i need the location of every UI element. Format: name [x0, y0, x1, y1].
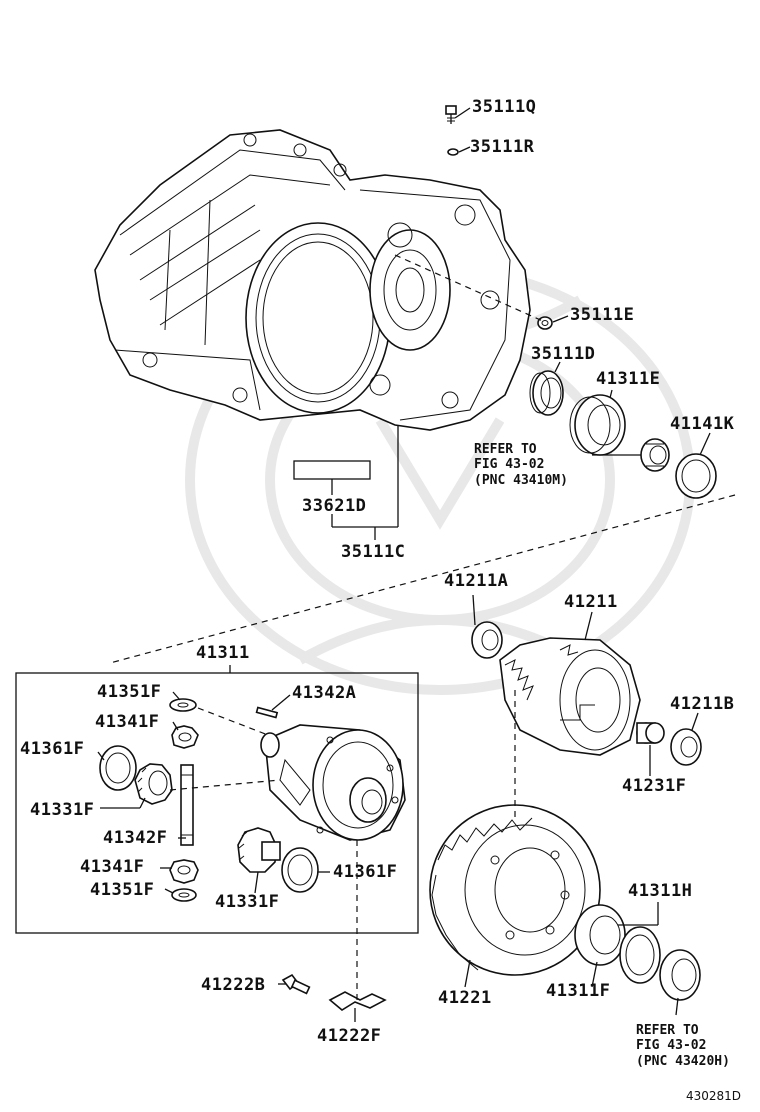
- gear-41211-drawing: [499, 637, 641, 756]
- label-41361F-bottom[interactable]: 41361F: [333, 862, 397, 882]
- diagram-code: 430281D: [686, 1089, 741, 1103]
- label-41222F[interactable]: 41222F: [317, 1026, 381, 1046]
- bearing-race-43410M-drawing: [640, 438, 670, 472]
- label-41311H[interactable]: 41311H: [628, 881, 692, 901]
- refer-top-line1: REFER TO: [474, 442, 537, 457]
- label-41311[interactable]: 41311: [196, 643, 250, 663]
- label-41342A[interactable]: 41342A: [292, 683, 356, 703]
- label-41331F-left[interactable]: 41331F: [30, 800, 94, 820]
- refer-bottom-line2: FIG 43-02: [636, 1038, 706, 1053]
- label-35111R[interactable]: 35111R: [470, 137, 535, 157]
- label-41341F-bottom[interactable]: 41341F: [80, 857, 144, 877]
- label-41141K[interactable]: 41141K: [670, 414, 735, 434]
- bearing-41311F-drawing: [574, 904, 626, 966]
- label-41211A[interactable]: 41211A: [444, 571, 508, 591]
- label-41361F-left[interactable]: 41361F: [20, 739, 84, 759]
- label-41311F[interactable]: 41311F: [546, 981, 610, 1001]
- label-41211B[interactable]: 41211B: [670, 694, 734, 714]
- label-41331F-bottom[interactable]: 41331F: [215, 892, 279, 912]
- assembly-dashed-lines: [109, 254, 736, 1000]
- bearing-41211A-drawing: [471, 621, 503, 659]
- label-41231F[interactable]: 41231F: [622, 776, 686, 796]
- shim-41311H-drawing: [619, 926, 661, 984]
- bearing-race-43420H-drawing: [659, 949, 701, 1001]
- gasket-35111R-drawing: [447, 148, 459, 156]
- ring-gear-41221-drawing: [429, 804, 601, 976]
- leader-lines: [97, 107, 711, 1022]
- label-41341F-top[interactable]: 41341F: [95, 712, 159, 732]
- bushing-41231F-drawing: [636, 722, 665, 744]
- lock-plate-41222F-drawing: [328, 991, 387, 1011]
- label-33621D[interactable]: 33621D: [302, 496, 366, 516]
- shim-41141K-drawing: [675, 453, 717, 499]
- label-41351F-bottom[interactable]: 41351F: [90, 880, 154, 900]
- bearing-41311E-drawing: [569, 394, 626, 456]
- pinion-41341F-bottom-drawing: [169, 859, 199, 884]
- plug-35111Q-drawing: [445, 105, 457, 124]
- washer-41361F-left-drawing: [99, 745, 137, 791]
- plug-35111E-drawing: [537, 316, 553, 330]
- label-35111C[interactable]: 35111C: [341, 542, 405, 562]
- washer-41361F-bottom-drawing: [281, 847, 319, 893]
- transaxle-case-drawing: [94, 129, 531, 431]
- side-gear-41331F-bottom-drawing: [237, 827, 281, 873]
- seal-35111D-drawing: [529, 370, 564, 416]
- differential-assembly-box: [15, 672, 419, 934]
- label-41342F[interactable]: 41342F: [103, 828, 167, 848]
- washer-41351F-top-drawing: [169, 698, 197, 712]
- label-41351F-top[interactable]: 41351F: [97, 682, 161, 702]
- label-41211[interactable]: 41211: [564, 592, 618, 612]
- refer-top-line3: (PNC 43410M): [474, 473, 568, 488]
- label-35111D[interactable]: 35111D: [531, 344, 595, 364]
- refer-bottom-line1: REFER TO: [636, 1023, 699, 1038]
- label-35111Q[interactable]: 35111Q: [472, 97, 536, 117]
- pinion-41341F-top-drawing: [171, 725, 199, 749]
- washer-41351F-bottom-drawing: [171, 888, 197, 902]
- refer-bottom-line3: (PNC 43420H): [636, 1054, 730, 1069]
- label-41221[interactable]: 41221: [438, 988, 492, 1008]
- differential-case-drawing: [260, 724, 406, 841]
- label-41222B[interactable]: 41222B: [201, 975, 265, 995]
- label-41311E[interactable]: 41311E: [596, 369, 660, 389]
- shaft-41342F-drawing: [180, 764, 194, 846]
- label-35111E[interactable]: 35111E: [570, 305, 634, 325]
- pin-41342A-drawing: [255, 706, 279, 719]
- bolt-41222B-drawing: [281, 973, 311, 995]
- refer-top-line2: FIG 43-02: [474, 457, 544, 472]
- side-gear-41331F-left-drawing: [134, 763, 173, 805]
- bearing-41211B-drawing: [670, 728, 702, 766]
